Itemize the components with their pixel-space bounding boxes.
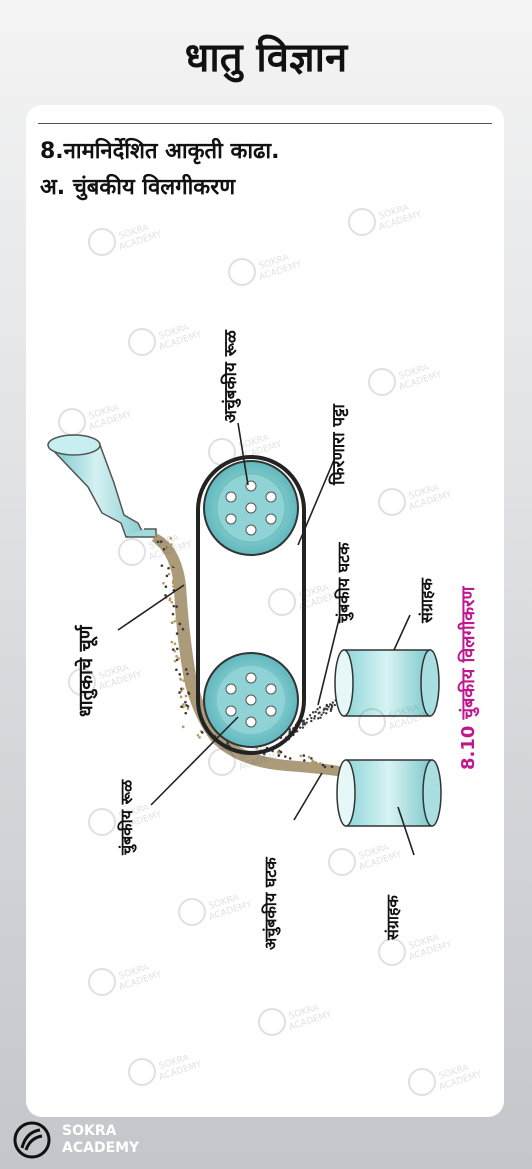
sokra-logo-icon — [13, 1121, 51, 1159]
brand-footer: SOKRA ACADEMY — [10, 1120, 139, 1160]
figure-caption: 8.10 चुंबकीय विलगीकरण — [457, 586, 480, 770]
label-moving-belt: फिरणारा पट्टा — [328, 404, 349, 486]
collector-top — [334, 649, 440, 717]
collector-bottom — [336, 759, 442, 827]
label-ore-powder: धातुकाचे चूर्ण — [74, 624, 98, 717]
moving-belt — [196, 455, 306, 755]
brand-line-2: ACADEMY — [62, 1140, 140, 1156]
label-nonmagnetic-roller: अचुंबकीय रूळ — [220, 329, 241, 423]
nonmagnetic-roller — [203, 460, 299, 556]
label-magnetic-roller: चुंबकीय रूळ — [117, 779, 137, 856]
magnetic-roller — [203, 652, 299, 748]
ore-powder-stream — [152, 533, 356, 777]
divider — [38, 123, 492, 124]
funnel-hopper — [47, 434, 157, 538]
label-magnetic-component: चुंबकीय घटक — [334, 542, 354, 624]
label-collector-bottom: संग्राहक — [383, 895, 402, 941]
question-title: 8.नामनिर्देशित आकृती काढा. — [40, 139, 280, 164]
question-subtitle: अ. चुंबकीय विलगीकरण — [40, 175, 236, 200]
content-card: 8.नामनिर्देशित आकृती काढा. अ. चुंबकीय वि… — [26, 105, 504, 1117]
page-title: धातु विज्ञान — [184, 35, 348, 81]
brand-line-1: SOKRA — [62, 1123, 117, 1139]
leader-lines — [117, 422, 415, 856]
label-collector-top: संग्राहक — [417, 578, 436, 624]
magnetic-separation-diagram: अचुंबकीय रूळ फिरणारा पट्टा धातुकाचे चूर्… — [47, 329, 480, 950]
label-nonmagnetic-component: अचुंबकीय घटक — [261, 857, 281, 950]
